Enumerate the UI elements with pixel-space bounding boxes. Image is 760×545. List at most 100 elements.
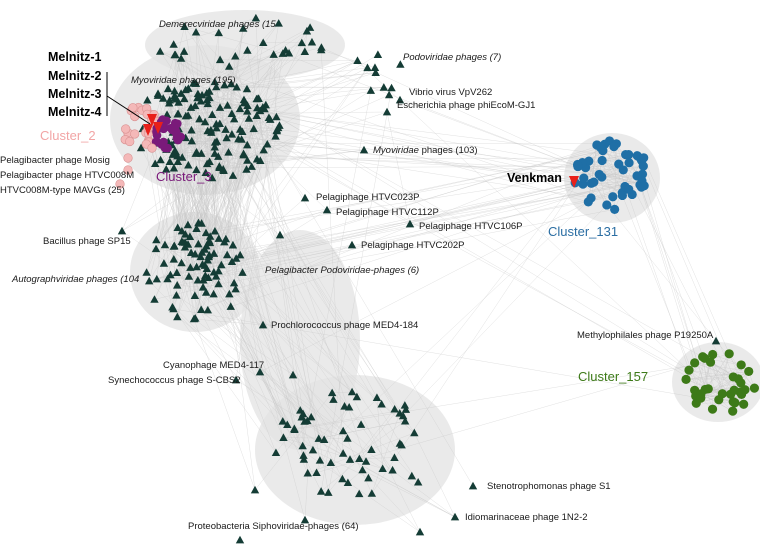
network-edge bbox=[276, 54, 379, 118]
phage-triangle-node bbox=[170, 86, 179, 95]
phage-triangle-node bbox=[212, 82, 221, 91]
phage-triangle-node bbox=[210, 138, 220, 146]
phage-triangle-node bbox=[278, 417, 287, 425]
cluster-131-node bbox=[624, 184, 634, 195]
phage-triangle-node bbox=[190, 291, 200, 299]
network-edge bbox=[685, 358, 705, 380]
phage-triangle-node bbox=[198, 260, 207, 268]
cluster-157-node bbox=[740, 385, 750, 395]
phage-triangle-node bbox=[229, 278, 239, 287]
phage-triangle-node bbox=[302, 26, 312, 35]
phage-triangle-node bbox=[172, 268, 182, 276]
phage-triangle-node bbox=[263, 139, 272, 148]
network-edge bbox=[227, 105, 589, 203]
cluster-131-node bbox=[639, 181, 649, 191]
network-edge bbox=[585, 167, 623, 196]
network-edge bbox=[601, 176, 643, 182]
phage-triangle-node bbox=[235, 250, 245, 259]
htvc202p-label: Pelagiphage HTVC202P bbox=[361, 240, 465, 251]
cluster-3-node bbox=[172, 119, 182, 128]
phage-triangle-node bbox=[186, 263, 195, 271]
network-edge bbox=[282, 421, 456, 518]
network-edge bbox=[303, 406, 350, 456]
phage-triangle-node bbox=[235, 535, 245, 544]
cluster-131-node bbox=[589, 177, 599, 187]
phage-triangle-node bbox=[281, 46, 290, 54]
phage-triangle-node bbox=[162, 165, 171, 173]
network-edge bbox=[231, 144, 248, 262]
network-edge bbox=[688, 369, 734, 378]
phage-triangle-node bbox=[221, 125, 230, 133]
network-edge bbox=[332, 391, 353, 394]
network-edge bbox=[362, 469, 421, 533]
cluster-131-node bbox=[579, 173, 589, 183]
network-edge bbox=[172, 127, 217, 308]
pelagibacter-podo-label: Pelagibacter Podoviridae-phages (6) bbox=[265, 265, 419, 276]
phage-triangle-node bbox=[210, 226, 220, 235]
cluster-2-node bbox=[130, 129, 140, 139]
phage-triangle-node bbox=[326, 458, 336, 467]
phage-triangle-node bbox=[227, 130, 237, 138]
network-edge bbox=[357, 60, 709, 390]
network-edge bbox=[207, 103, 266, 106]
network-edge bbox=[247, 105, 474, 487]
phage-triangle-node bbox=[307, 37, 317, 46]
phage-triangle-node bbox=[413, 477, 423, 486]
cluster-2-node bbox=[147, 143, 157, 153]
phage-triangle-node bbox=[243, 107, 252, 115]
phage-triangle-node bbox=[345, 455, 355, 463]
network-edge bbox=[184, 26, 283, 54]
phage-triangle-node bbox=[180, 94, 189, 103]
phage-triangle-node bbox=[150, 295, 159, 303]
phage-triangle-node bbox=[312, 468, 321, 477]
cluster-131-node bbox=[602, 200, 612, 210]
phage-triangle-node bbox=[370, 63, 380, 71]
network-edge bbox=[710, 362, 723, 394]
network-edge bbox=[177, 285, 204, 288]
network-edge bbox=[165, 169, 277, 453]
phage-triangle-node bbox=[373, 50, 383, 58]
network-edge bbox=[173, 17, 256, 45]
network-edge bbox=[220, 59, 358, 61]
phage-triangle-node bbox=[238, 268, 247, 276]
phage-triangle-node bbox=[379, 83, 389, 91]
phage-triangle-node bbox=[235, 104, 245, 113]
network-edge bbox=[215, 276, 353, 393]
phage-triangle-node bbox=[187, 125, 196, 134]
melnitz-1-label: Melnitz-1 bbox=[48, 50, 102, 64]
phage-triangle-node bbox=[308, 445, 318, 454]
myoviridae-103-label: Myoviridae phages (103) bbox=[373, 145, 478, 156]
network-edge bbox=[187, 115, 211, 237]
phage-triangle-node bbox=[198, 283, 208, 291]
network-edge bbox=[582, 162, 642, 188]
phage-triangle-node bbox=[197, 305, 206, 314]
network-edge bbox=[230, 83, 258, 160]
network-edge bbox=[609, 140, 744, 405]
phage-triangle-node bbox=[367, 489, 377, 497]
phage-triangle-node bbox=[269, 50, 278, 58]
network-edge bbox=[376, 397, 383, 469]
phage-triangle-node bbox=[214, 234, 223, 242]
network-edge bbox=[642, 174, 706, 390]
network-edge bbox=[230, 175, 638, 307]
network-edge bbox=[414, 432, 456, 518]
network-edge bbox=[243, 153, 400, 414]
phage-triangle-node bbox=[202, 264, 212, 273]
phage-triangle-node bbox=[252, 94, 261, 103]
network-edge bbox=[181, 115, 257, 242]
network-edge bbox=[193, 318, 256, 491]
network-edge bbox=[148, 130, 202, 310]
phage-triangle-node bbox=[214, 28, 223, 37]
cluster-157-node bbox=[744, 366, 754, 377]
cluster-3-node bbox=[173, 135, 183, 145]
phage-triangle-node bbox=[203, 99, 212, 108]
highlight-marker bbox=[569, 176, 579, 188]
network-edge bbox=[201, 115, 257, 253]
cluster-2-label: Cluster_2 bbox=[40, 128, 96, 143]
phage-triangle-node bbox=[272, 112, 281, 121]
network-edge bbox=[246, 51, 305, 90]
network-edge bbox=[328, 409, 395, 493]
phage-triangle-node bbox=[405, 219, 415, 228]
cluster-131-node bbox=[617, 190, 628, 201]
